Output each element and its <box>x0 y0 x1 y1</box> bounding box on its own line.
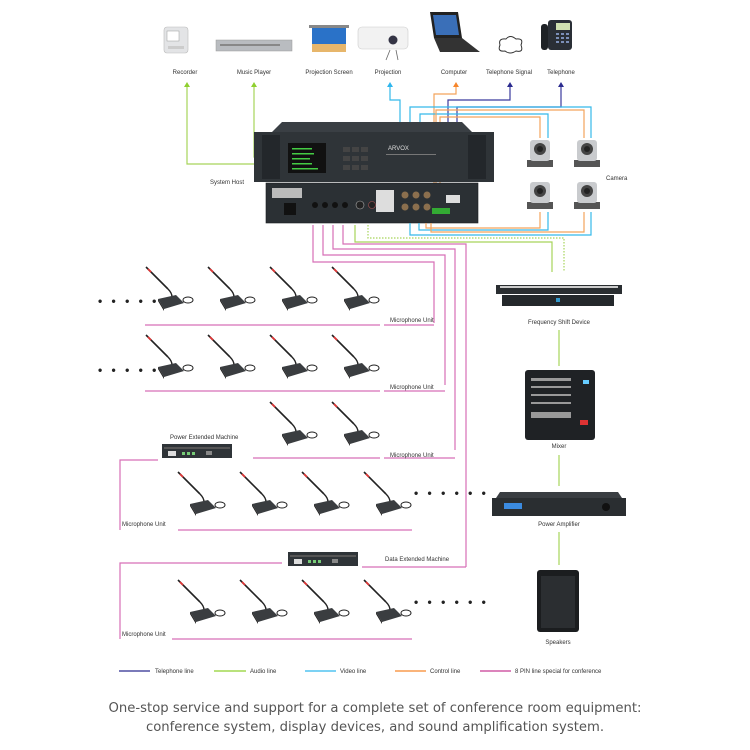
label-recorder: Recorder <box>173 70 198 76</box>
device-telephone-signal <box>498 36 523 54</box>
continuation-dots: • • • • • • <box>98 294 173 308</box>
label-power-amplifier: Power Amplifier <box>538 522 580 528</box>
system-host: ARVOX <box>254 122 494 224</box>
svg-text:Control line: Control line <box>430 669 461 675</box>
device-power-amplifier <box>492 492 626 516</box>
wire-arrowheads-top <box>184 82 564 87</box>
label-mic-row-1: Microphone Unit <box>390 318 434 324</box>
mic-row-4: • • • • • • <box>119 459 489 531</box>
label-projection: Projection <box>375 70 402 76</box>
caption-line-1: One-stop service and support for a compl… <box>108 701 642 716</box>
caption-line-2: conference system, display devices, and … <box>145 720 605 735</box>
device-projection-screen <box>309 25 349 52</box>
legend-item-video: Video line <box>305 669 367 675</box>
wires-8pin <box>312 225 467 567</box>
label-telephone-signal: Telephone Signal <box>486 70 532 76</box>
wire-audio-fsd-1 <box>354 225 553 272</box>
label-data-extended-machine: Data Extended Machine <box>385 557 450 563</box>
label-camera: Camera <box>606 176 628 182</box>
label-power-extended-machine: Power Extended Machine <box>170 435 239 441</box>
wire-audio-fsd-2 <box>367 225 565 272</box>
label-speakers: Speakers <box>545 640 570 646</box>
legend-item-control: Control line <box>395 669 461 675</box>
camera-3 <box>527 182 553 209</box>
label-mic-row-3: Microphone Unit <box>390 453 434 459</box>
device-frequency-shift <box>496 285 622 306</box>
device-computer <box>430 12 480 52</box>
camera-4 <box>574 182 600 209</box>
svg-text:Audio line: Audio line <box>250 669 277 675</box>
legend-item-telephone: Telephone line <box>119 669 194 675</box>
label-telephone: Telephone <box>547 70 575 76</box>
host-brand: ARVOX <box>388 146 409 152</box>
mic-row-3 <box>253 401 455 459</box>
label-music-player: Music Player <box>237 70 271 76</box>
wire-data-extended-left <box>119 562 282 639</box>
label-system-host: System Host <box>210 180 244 186</box>
legend-item-8pin: 8 PIN line special for conference <box>480 669 602 675</box>
device-speakers <box>537 570 579 632</box>
label-mic-row-5: Microphone Unit <box>122 632 166 638</box>
svg-text:Video line: Video line <box>340 669 367 675</box>
continuation-dots: • • • • • • <box>414 486 489 500</box>
mic-row-2: • • • • • • <box>98 334 445 392</box>
continuation-dots: • • • • • • <box>414 595 489 609</box>
label-frequency-shift-device: Frequency Shift Device <box>528 320 591 326</box>
label-computer: Computer <box>441 70 467 76</box>
device-recorder <box>163 26 189 54</box>
svg-text:8 PIN line special for confere: 8 PIN line special for conference <box>515 669 602 675</box>
legend: Telephone line Audio line Video line Con… <box>119 669 602 675</box>
label-projection-screen: Projection Screen <box>305 70 352 76</box>
legend-item-audio: Audio line <box>214 669 277 675</box>
power-extended-machine <box>162 444 232 458</box>
device-mixer <box>525 370 595 440</box>
wires-camera-bottom <box>409 212 592 236</box>
mic-row-5: • • • • • • <box>172 579 489 640</box>
device-projection <box>357 26 409 61</box>
device-telephone <box>541 20 572 50</box>
mic-row-1: • • • • • • <box>98 266 434 326</box>
label-mic-row-4: Microphone Unit <box>122 522 166 528</box>
camera-group <box>527 140 600 209</box>
device-music-player <box>215 39 293 52</box>
label-mixer: Mixer <box>552 444 567 450</box>
label-mic-row-2: Microphone Unit <box>390 385 434 391</box>
continuation-dots: • • • • • • <box>98 363 173 377</box>
camera-2 <box>574 140 600 167</box>
data-extended-machine <box>288 552 358 566</box>
svg-text:Telephone line: Telephone line <box>155 669 194 675</box>
camera-1 <box>527 140 553 167</box>
